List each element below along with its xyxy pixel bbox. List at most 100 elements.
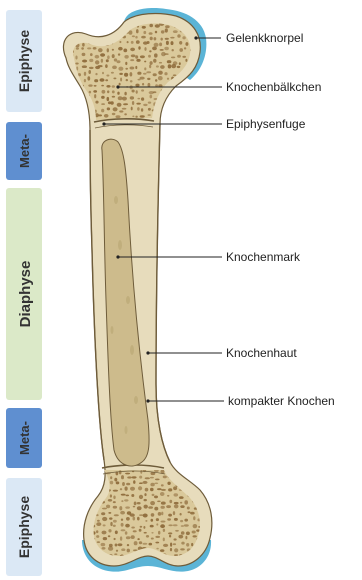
trabecular-pore — [173, 30, 178, 33]
trabecular-pore — [165, 119, 168, 123]
trabecular-pore — [132, 90, 135, 93]
trabecular-pore — [179, 96, 184, 98]
trabecular-pore — [81, 47, 84, 49]
trabecular-pore — [180, 505, 184, 508]
trabecular-pore — [88, 70, 91, 74]
trabecular-pore — [135, 84, 139, 87]
trabecular-pore — [158, 71, 163, 75]
trabecular-pore — [131, 107, 133, 111]
trabecular-pore — [148, 102, 151, 104]
trabecular-pore — [139, 541, 142, 544]
callout-label-knochenmark: Knochenmark — [226, 250, 301, 264]
trabecular-pore — [181, 542, 184, 545]
trabecular-pore — [135, 36, 137, 39]
trabecular-pore — [142, 83, 144, 86]
trabecular-pore — [160, 549, 164, 552]
trabecular-pore — [139, 482, 143, 484]
trabecular-pore — [160, 524, 165, 528]
trabecular-pore — [100, 53, 105, 56]
trabecular-pore — [183, 116, 185, 118]
leader-dot-knochenbaelkchen — [116, 85, 119, 88]
trabecular-pore — [166, 41, 169, 45]
trabecular-pore — [159, 62, 162, 64]
trabecular-pore — [146, 535, 149, 538]
trabecular-pore — [87, 30, 91, 33]
trabecular-pore — [115, 544, 118, 547]
trabecular-pore — [118, 67, 123, 71]
trabecular-pore — [179, 122, 182, 124]
trabecular-pore — [126, 536, 131, 539]
trabecular-pore — [102, 547, 106, 550]
trabecular-pore — [120, 536, 122, 540]
zone-label-meta-top: Meta- — [17, 134, 32, 168]
trabecular-pore — [150, 37, 153, 41]
trabecular-pore — [103, 537, 107, 540]
trabecular-pore — [110, 476, 112, 479]
trabecular-pore — [100, 78, 105, 82]
trabecular-pore — [82, 43, 85, 47]
trabecular-pore — [155, 542, 159, 544]
trabecular-pore — [107, 107, 110, 110]
trabecular-pore — [96, 522, 101, 526]
trabecular-pore — [118, 47, 123, 51]
trabecular-pore — [174, 518, 178, 521]
trabecular-pore — [186, 543, 189, 547]
trabecular-pore — [148, 83, 151, 87]
trabecular-pore — [110, 101, 113, 104]
trabecular-pore — [179, 48, 183, 52]
trabecular-pore — [140, 55, 145, 58]
trabecular-pore — [203, 489, 207, 491]
trabecular-pore — [96, 530, 98, 533]
trabecular-pore — [95, 490, 99, 493]
trabecular-pore — [80, 24, 85, 28]
leader-dot-epiphysenfuge — [102, 122, 105, 125]
trabecular-pore — [113, 506, 117, 509]
trabecular-pore — [116, 550, 118, 552]
trabecular-pore — [120, 488, 122, 490]
trabecular-pore — [107, 97, 110, 101]
trabecular-pore — [173, 99, 177, 101]
trabecular-pore — [153, 73, 157, 76]
trabecular-pore — [123, 49, 127, 53]
trabecular-pore — [174, 554, 178, 556]
trabecular-pore — [111, 19, 114, 21]
trabecular-pore — [101, 512, 105, 515]
trabecular-pore — [76, 26, 79, 28]
trabecular-pore — [100, 478, 104, 480]
trabecular-pore — [191, 96, 194, 98]
trabecular-pore — [191, 84, 195, 87]
trabecular-pore — [101, 96, 105, 99]
trabecular-pore — [133, 506, 136, 508]
trabecular-pore — [167, 104, 171, 108]
trabecular-pore — [177, 34, 180, 38]
trabecular-pore — [156, 548, 158, 550]
trabecular-pore — [141, 108, 143, 111]
trabecular-pore — [191, 118, 196, 122]
trabecular-pore — [110, 481, 113, 485]
trabecular-pore — [69, 96, 73, 98]
trabecular-pore — [118, 543, 123, 546]
trabecular-pore — [170, 543, 172, 547]
trabecular-pore — [81, 109, 84, 111]
trabecular-pore — [103, 524, 106, 526]
trabecular-pore — [130, 80, 133, 82]
trabecular-pore — [124, 113, 127, 115]
trabecular-pore — [150, 525, 154, 528]
trabecular-pore — [127, 476, 132, 478]
trabecular-pore — [82, 99, 84, 101]
femur-bone — [63, 8, 211, 572]
trabecular-pore — [173, 511, 175, 515]
trabecular-pore — [148, 506, 153, 509]
trabecular-pore — [119, 41, 121, 43]
trabecular-pore — [96, 482, 101, 484]
trabecular-pore — [124, 55, 128, 59]
trabecular-pore — [140, 77, 145, 80]
trabecular-pore — [160, 49, 164, 51]
trabecular-pore — [164, 72, 167, 75]
trabecular-pore — [113, 78, 116, 80]
trabecular-pore — [107, 48, 109, 52]
trabecular-pore — [173, 524, 178, 526]
callout-kompakter-knochen: kompakter Knochen — [146, 394, 334, 408]
trabecular-pore — [108, 529, 111, 532]
trabecular-pore — [106, 85, 110, 88]
